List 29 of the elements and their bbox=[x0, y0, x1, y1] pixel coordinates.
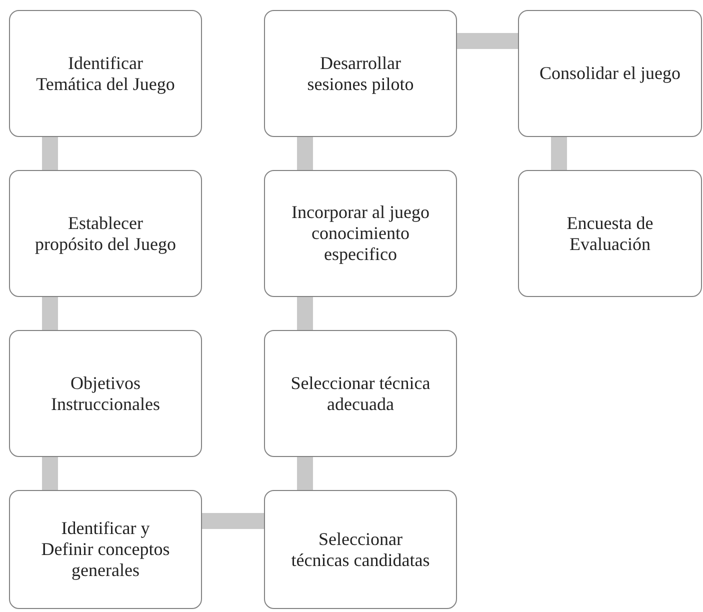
process-box bbox=[518, 10, 702, 137]
connector bbox=[297, 137, 313, 170]
connector bbox=[297, 297, 313, 330]
step-text: Objetivos Instruccionales bbox=[50, 372, 161, 414]
connector bbox=[42, 297, 58, 330]
process-box bbox=[264, 330, 457, 457]
step-text: Incorporar al juego conocimiento especifico bbox=[290, 202, 430, 265]
connector bbox=[551, 137, 567, 170]
step-text: Identificar Temática del Juego bbox=[35, 52, 176, 94]
connector bbox=[297, 457, 313, 490]
connector bbox=[42, 137, 58, 170]
process-box bbox=[264, 490, 457, 609]
connector bbox=[457, 33, 518, 49]
step-text: Encuesta de Evaluación bbox=[566, 212, 654, 254]
step-text: Establecer propósito del Juego bbox=[34, 212, 177, 254]
step-text: Seleccionar técnica adecuada bbox=[290, 372, 432, 414]
process-box bbox=[518, 170, 702, 297]
process-box bbox=[9, 170, 202, 297]
process-box bbox=[264, 170, 457, 297]
step-text: Seleccionar técnicas candidatas bbox=[290, 528, 431, 570]
process-box bbox=[9, 330, 202, 457]
process-box bbox=[9, 490, 202, 609]
connector bbox=[202, 513, 264, 529]
step-text: Desarrollar sesiones piloto bbox=[306, 52, 415, 94]
process-box bbox=[264, 10, 457, 137]
process-box bbox=[9, 10, 202, 137]
connector bbox=[42, 457, 58, 490]
step-text: Consolidar el juego bbox=[540, 63, 680, 84]
step-text: Identificar y Definir conceptos generales bbox=[40, 518, 171, 581]
